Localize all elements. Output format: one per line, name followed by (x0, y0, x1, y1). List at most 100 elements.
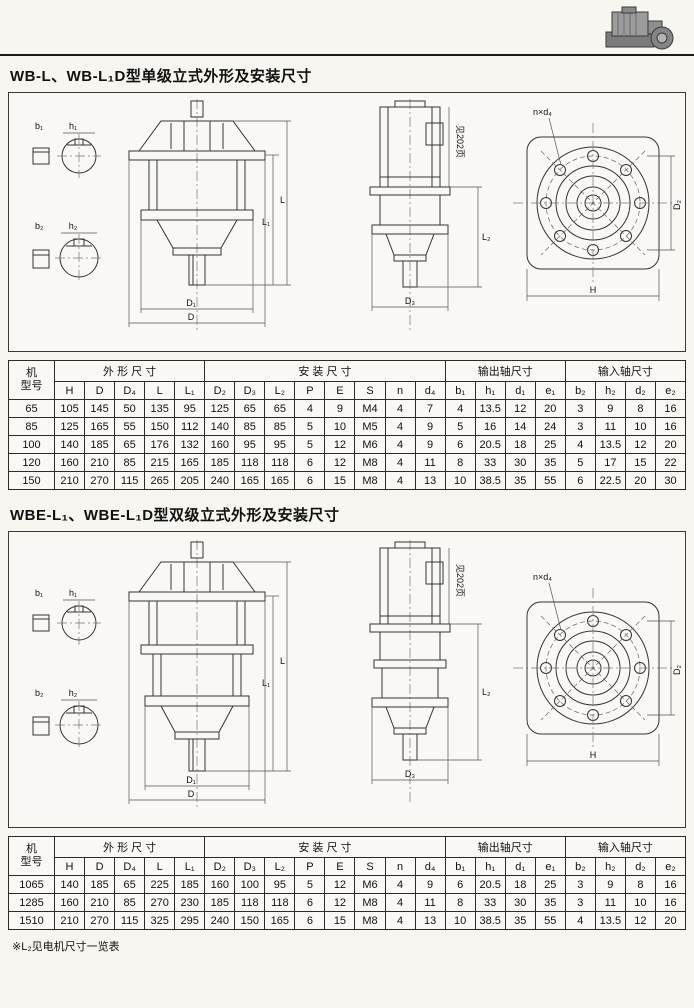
table-cell: 8 (624, 399, 656, 418)
table-cell: 115 (114, 911, 146, 930)
table-cell: 215 (144, 453, 176, 472)
table-cell: M8 (354, 911, 386, 930)
column-header: H (53, 857, 86, 876)
table-cell: 270 (84, 471, 116, 490)
table-cell: 160 (204, 435, 236, 454)
table-cell: 33 (474, 893, 506, 912)
dim-label-H: H (590, 750, 597, 760)
table-cell: 15 (324, 471, 356, 490)
table-cell: 35 (534, 893, 566, 912)
table-cell: 65 (114, 875, 146, 894)
table-cell: 25 (534, 875, 566, 894)
table-cell: 6 (294, 453, 326, 472)
table-cell: 118 (234, 893, 266, 912)
table-cell: M6 (354, 435, 386, 454)
table-cell: 12 (324, 453, 356, 472)
table-cell: 1510 (8, 911, 55, 930)
dim-label-b2: b₂ (35, 221, 44, 231)
table-cell: 35 (504, 911, 536, 930)
reducer-with-motor-view: 见202页 L₂ D₃ (369, 540, 491, 802)
column-header: E (324, 857, 356, 876)
table-cell: 185 (174, 875, 206, 894)
table-cell: 6 (444, 435, 476, 454)
table-cell: 185 (204, 453, 236, 472)
table-cell: 6 (294, 471, 326, 490)
column-header: b₁ (444, 381, 476, 400)
table-cell: 165 (264, 471, 296, 490)
table-cell: 4 (444, 399, 476, 418)
table-cell: 3 (564, 399, 596, 418)
table-cell: 55 (534, 471, 566, 490)
column-header: D₄ (114, 857, 146, 876)
column-header: d₄ (414, 381, 446, 400)
double-stage-drawing: b₁ h₁ b₂ h₂ (32, 540, 682, 808)
dim-label-h1: h₁ (69, 588, 77, 598)
shaft-end-detail-1: b₁ h₁ (32, 121, 101, 178)
table-cell: 1285 (8, 893, 55, 912)
dim-label-n-d4: n×d₄ (533, 107, 552, 117)
table-cell: 165 (264, 911, 296, 930)
table-cell: 85 (234, 417, 266, 436)
table-cell: 140 (53, 875, 86, 894)
table-cell: 65 (234, 399, 266, 418)
table-cell: 18 (504, 435, 536, 454)
table-cell: M4 (354, 399, 386, 418)
table-cell: 30 (504, 453, 536, 472)
table-cell: 100 (234, 875, 266, 894)
column-header: E (324, 381, 356, 400)
table-cell: 16 (474, 417, 506, 436)
table-cell: 8 (444, 893, 476, 912)
table-cell: 50 (114, 399, 146, 418)
dim-label-L: L (280, 656, 285, 666)
dim-label-D1: D₁ (186, 298, 196, 308)
dim-label-D3: D₃ (405, 296, 415, 306)
dim-label-D2: D₂ (672, 665, 682, 675)
table-cell: 160 (53, 453, 86, 472)
table-cell: M5 (354, 417, 386, 436)
table-cell: 15 (324, 911, 356, 930)
table-cell: 125 (204, 399, 236, 418)
table-cell: 95 (264, 435, 296, 454)
column-header: b₁ (444, 857, 476, 876)
table-cell: 115 (114, 471, 146, 490)
table-cell: 1065 (8, 875, 55, 894)
table-cell: 4 (384, 435, 416, 454)
table-cell: 35 (534, 453, 566, 472)
dim-label-D1: D₁ (186, 775, 196, 785)
dim-label-D: D (188, 789, 195, 799)
table-cell: 4 (294, 399, 326, 418)
column-header: S (354, 857, 386, 876)
column-header: H (53, 381, 86, 400)
table-cell: 14 (504, 417, 536, 436)
col-group-outline: 外 形 尺 寸 (53, 836, 206, 858)
section1-heading: WB-L、WB-L₁D型单级立式外形及安装尺寸 (10, 68, 312, 85)
table-cell: 4 (564, 911, 596, 930)
table-cell: 4 (384, 911, 416, 930)
single-stage-drawing: b₁ h₁ b₂ h₂ (32, 99, 682, 333)
table-cell: 150 (8, 471, 55, 490)
table-cell: 38.5 (474, 911, 506, 930)
single-stage-drawing-box: b₁ h₁ b₂ h₂ (8, 92, 686, 352)
dim-label-L2: L₂ (482, 232, 491, 242)
table-cell: 20 (624, 471, 656, 490)
footnote: ※L₂见电机尺寸一览表 (12, 941, 120, 953)
table-cell: 3 (564, 417, 596, 436)
table-cell: 5 (294, 875, 326, 894)
table-cell: 160 (53, 893, 86, 912)
table-cell: 8 (444, 453, 476, 472)
table-cell: 112 (174, 417, 206, 436)
table-cell: 13.5 (594, 911, 626, 930)
table-cell: M8 (354, 453, 386, 472)
table-cell: 3 (564, 893, 596, 912)
dim-label-h2: h₂ (69, 221, 78, 231)
table-cell: 230 (174, 893, 206, 912)
table-cell: 105 (53, 399, 86, 418)
shaft-end-detail-1: b₁ h₁ (32, 588, 101, 645)
column-header: L₂ (264, 857, 296, 876)
